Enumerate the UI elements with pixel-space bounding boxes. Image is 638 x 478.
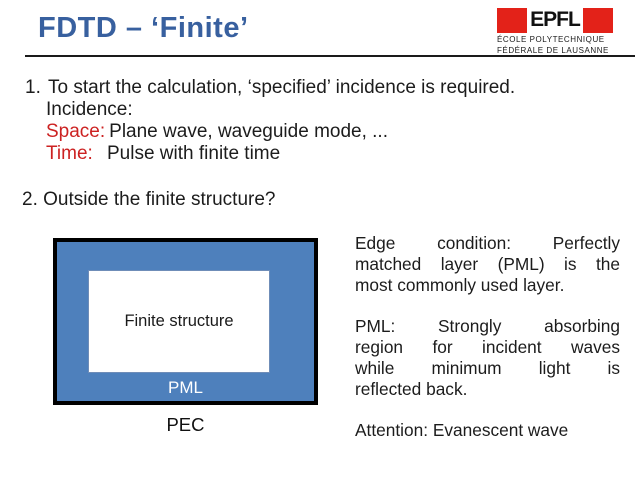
pml-label: PML: [168, 378, 203, 397]
incidence-line: Incidence:: [46, 99, 133, 120]
pml-diagram: Finite structure PML: [53, 238, 318, 405]
list-item-1-line1: 1. To start the calculation, ‘specified’ …: [25, 77, 515, 99]
epfl-logo-acronym: EPFL: [527, 8, 583, 33]
paragraph-line: most commonly used layer.: [355, 275, 565, 295]
paragraph-line: Edge condition: Perfectly: [355, 233, 620, 253]
space-line: Space:Plane wave, waveguide mode, ...: [25, 121, 515, 143]
pec-label: PEC: [166, 414, 205, 435]
epfl-logo: EPFL ÉCOLE POLYTECHNIQUE FÉDÉRALE DE LAU…: [497, 8, 614, 55]
time-text: Pulse with finite time: [107, 143, 281, 164]
paragraph-line: matched layer (PML) is the: [355, 254, 620, 274]
pml-paragraph: PML: Strongly absorbing region for incid…: [355, 316, 620, 400]
time-line: Time: Pulse with finite time: [25, 143, 515, 165]
paragraph-line: region for incident waves: [355, 337, 620, 357]
page-title: FDTD – ‘Finite’: [38, 12, 249, 44]
right-column: Edge condition: Perfectly matched layer …: [355, 233, 620, 461]
list-item-1: 1. To start the calculation, ‘specified’ …: [25, 77, 515, 165]
finite-structure-label: Finite structure: [124, 312, 234, 330]
paragraph-line: PML: Strongly absorbing: [355, 316, 620, 336]
space-text: Plane wave, waveguide mode, ...: [109, 121, 388, 142]
list-item-2: 2. Outside the finite structure?: [22, 189, 276, 210]
space-label: Space:: [46, 121, 106, 142]
finite-structure-box: Finite structure: [88, 270, 270, 373]
logo-red-block-right: [582, 8, 614, 33]
paragraph-line: reflected back.: [355, 379, 468, 399]
epfl-logo-name-line2: FÉDÉRALE DE LAUSANNE: [497, 46, 609, 55]
paragraph-line: Attention: Evanescent wave: [355, 420, 569, 440]
list-item-1-number: 1.: [25, 77, 41, 98]
paragraph-line: while minimum light is: [355, 358, 620, 378]
header-divider: [25, 55, 635, 57]
attention-paragraph: Attention: Evanescent wave: [355, 420, 620, 441]
epfl-logo-name-line1: ÉCOLE POLYTECHNIQUE: [497, 35, 605, 44]
epfl-logo-bar: EPFL: [497, 8, 614, 33]
logo-red-block-left: [497, 8, 528, 33]
edge-condition-paragraph: Edge condition: Perfectly matched layer …: [355, 233, 620, 296]
time-label: Time:: [46, 143, 93, 164]
list-item-1-text: To start the calculation, ‘specified’ in…: [48, 77, 516, 98]
